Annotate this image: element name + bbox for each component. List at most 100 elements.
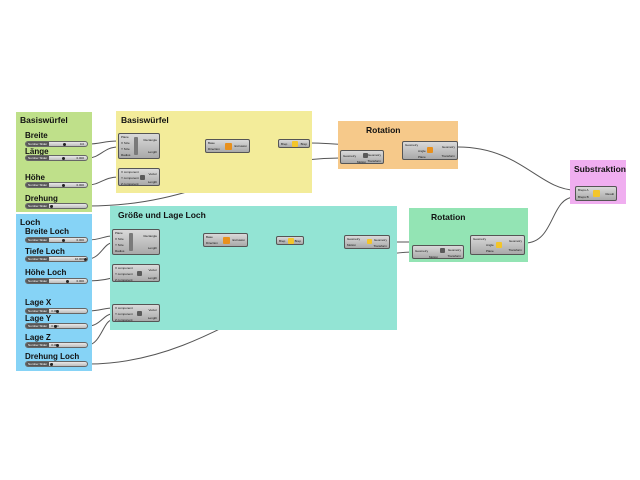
rotate-component-loch[interactable]: Geometry Angle Plane Geometry Transform [470,235,525,255]
input-brep[interactable]: Brep [279,239,286,243]
input-x-size[interactable]: X Size [121,141,130,145]
output-transform[interactable]: Transform [373,244,387,248]
rectangle-component[interactable]: Plane X Size Y Size Radius Rectangle Len… [118,133,160,159]
vector-xyz-component-size[interactable]: X component Y component Z component Vect… [112,264,160,282]
input-x-component[interactable]: X component [115,266,133,270]
input-direction[interactable]: Direction [208,147,220,151]
input-breps-b[interactable]: Breps B [578,195,589,199]
input-brep[interactable]: Brep [281,142,288,146]
input-radius[interactable]: Radius [121,153,131,157]
brep-component-loch[interactable]: Brep Brep [276,236,304,245]
output-vector[interactable]: Vector [148,172,157,176]
slider-tiefe-loch[interactable]: Number Slider 10.000 [25,256,88,262]
output-geometry[interactable]: Geometry [447,248,461,252]
input-z-component[interactable]: Z component [115,318,133,322]
input-y-size[interactable]: Y Size [115,243,124,247]
input-base[interactable]: Base [208,141,215,145]
output-transform[interactable]: Transform [367,159,381,163]
input-x-size[interactable]: X Size [115,237,124,241]
output-geometry[interactable]: Geometry [508,239,522,243]
slider-hoehe-loch[interactable]: Number Slider 0.000 [25,278,88,284]
input-y-component[interactable]: Y component [115,312,133,316]
output-result[interactable]: Result [605,192,614,196]
input-y-size[interactable]: Y Size [121,147,130,151]
input-x-component[interactable]: X component [121,170,139,174]
output-vector[interactable]: Vector [148,268,157,272]
brep-component[interactable]: Brep Brep [278,139,310,148]
slider-knob[interactable] [62,238,65,242]
input-radius[interactable]: Radius [115,249,125,253]
slider-knob[interactable] [50,204,53,208]
input-geometry[interactable]: Geometry [343,154,357,158]
move-component-loch[interactable]: Geometry Motion Geometry Transform [344,235,390,249]
input-angle[interactable]: Angle [486,243,494,247]
output-transform[interactable]: Transform [447,254,461,258]
input-plane[interactable]: Plane [115,231,123,235]
input-breps-a[interactable]: Breps A [578,188,589,192]
input-direction[interactable]: Direction [206,241,218,245]
output-extrusion[interactable]: Extrusion [232,238,245,242]
slider-knob[interactable] [50,362,53,366]
box-extrusion-component-loch[interactable]: Base Direction Extrusion [203,233,248,247]
slider-knob[interactable] [62,183,65,187]
vector-xyz-component-position[interactable]: X component Y component Z component Vect… [112,304,160,322]
input-y-component[interactable]: Y component [121,176,139,180]
slider-lage-x[interactable]: Number Slider 0.000 [25,308,88,314]
slider-lage-z[interactable]: Number Slider 0.000 [25,342,88,348]
input-geometry[interactable]: Geometry [415,249,429,253]
slider-knob[interactable] [66,279,69,283]
output-geometry[interactable]: Geometry [367,153,381,157]
output-length[interactable]: Length [147,246,157,250]
group-title: Loch [20,217,41,227]
input-motion[interactable]: Motion [347,243,357,247]
output-transform[interactable]: Transform [441,154,455,158]
output-vector[interactable]: Vector [148,308,157,312]
output-rectangle[interactable]: Rectangle [143,138,157,142]
input-geometry[interactable]: Geometry [405,143,419,147]
input-y-component[interactable]: Y component [115,272,133,276]
slider-knob[interactable] [63,142,66,146]
slider-drehung-loch[interactable]: Number Slider 0 [25,361,88,367]
output-length[interactable]: Length [147,150,157,154]
input-angle[interactable]: Angle [418,149,426,153]
output-brep[interactable]: Brep [294,239,301,243]
slider-knob[interactable] [56,309,59,313]
input-geometry[interactable]: Geometry [473,237,487,241]
slider-knob[interactable] [54,324,57,328]
vector-xyz-component[interactable]: X component Y component Z component Vect… [118,168,160,186]
input-plane[interactable]: Plane [418,155,426,159]
slider-drehung[interactable]: Number Slider 0 [25,203,88,209]
box-extrusion-component[interactable]: Base Direction Extrusion [205,139,250,153]
input-z-component[interactable]: Z component [121,182,139,186]
slider-breite[interactable]: Number Slider 0.0 [25,141,88,147]
move-component[interactable]: Geometry Motion Geometry Transform [340,150,384,164]
slider-laenge[interactable]: Number Slider 0.000 [25,155,88,161]
rectangle-component-loch[interactable]: Plane X Size Y Size Radius Rectangle Len… [112,229,160,255]
input-z-component[interactable]: Z component [115,278,133,282]
slider-lage-y[interactable]: Number Slider 0.000 [25,323,88,329]
slider-knob[interactable] [84,257,87,261]
slider-knob[interactable] [62,156,65,160]
input-plane[interactable]: Plane [121,135,129,139]
output-rectangle[interactable]: Rectangle [143,234,157,238]
output-transform[interactable]: Transform [508,248,522,252]
slider-hoehe[interactable]: Number Slider 0.000 [25,182,88,188]
output-length[interactable]: Length [147,180,157,184]
rotate-component[interactable]: Geometry Angle Plane Geometry Transform [402,141,458,160]
output-length[interactable]: Length [147,316,157,320]
slider-breite-loch[interactable]: Number Slider 0.000 [25,237,88,243]
output-geometry[interactable]: Geometry [373,238,387,242]
output-brep[interactable]: Brep [300,142,307,146]
slider-knob[interactable] [56,343,59,347]
input-motion[interactable]: Motion [429,255,439,259]
input-x-component[interactable]: X component [115,306,133,310]
move-component-rotation[interactable]: Geometry Motion Geometry Transform [412,245,464,259]
input-base[interactable]: Base [206,235,213,239]
output-extrusion[interactable]: Extrusion [234,144,247,148]
output-geometry[interactable]: Geometry [441,145,455,149]
input-geometry[interactable]: Geometry [347,237,361,241]
input-motion[interactable]: Motion [357,160,367,164]
solid-difference-component[interactable]: Breps A Breps B Result [575,186,617,201]
input-plane[interactable]: Plane [486,249,494,253]
output-length[interactable]: Length [147,276,157,280]
